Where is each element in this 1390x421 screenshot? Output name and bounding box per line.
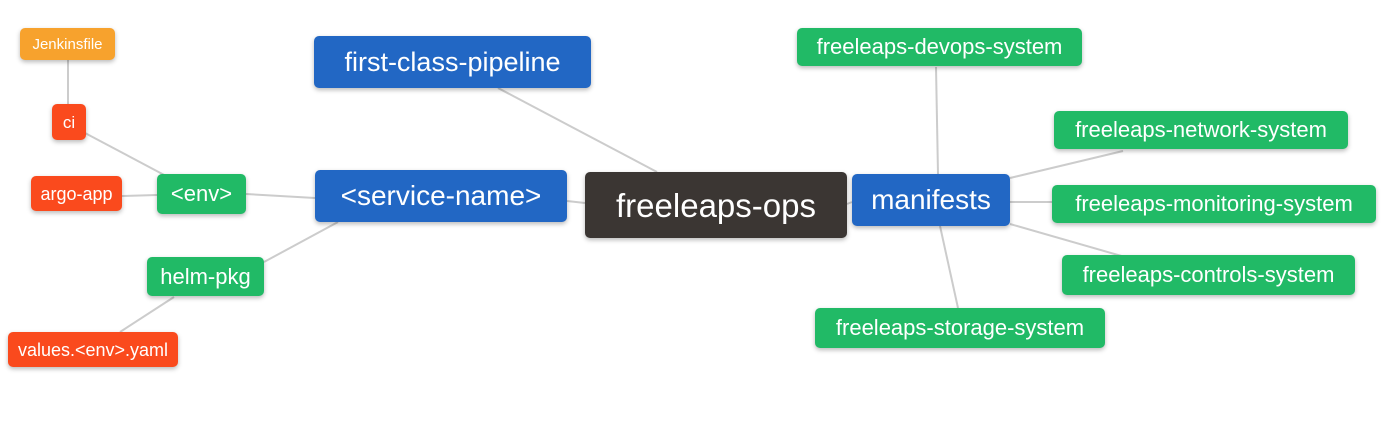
node-env[interactable]: <env> [157,174,246,214]
node-label-env: <env> [170,181,233,206]
node-label-manifests: manifests [871,184,991,215]
node-freeleaps-storage-system[interactable]: freeleaps-storage-system [815,308,1105,348]
node-values-env-yaml[interactable]: values.<env>.yaml [8,332,178,367]
node-ci[interactable]: ci [52,104,86,140]
edge-manifests-to-freeleaps-controls-system [1009,223,1126,258]
node-freeleaps-ops[interactable]: freeleaps-ops [585,172,847,238]
edge-argo-app-to-env [121,194,158,197]
node-label-freeleaps-controls-system: freeleaps-controls-system [1082,262,1335,287]
node-label-freeleaps-storage-system: freeleaps-storage-system [835,315,1085,340]
edge-env-to-service-name [245,193,316,199]
node-label-jenkinsfile: Jenkinsfile [32,35,103,53]
edge-manifests-to-freeleaps-storage-system [939,225,959,309]
node-argo-app[interactable]: argo-app [31,176,122,211]
node-freeleaps-controls-system[interactable]: freeleaps-controls-system [1062,255,1355,295]
node-freeleaps-monitoring-system[interactable]: freeleaps-monitoring-system [1052,185,1376,223]
node-label-freeleaps-network-system: freeleaps-network-system [1075,117,1327,142]
node-helm-pkg[interactable]: helm-pkg [147,257,264,296]
node-label-freeleaps-monitoring-system: freeleaps-monitoring-system [1075,191,1353,216]
node-label-freeleaps-ops: freeleaps-ops [616,186,816,224]
node-label-argo-app: argo-app [40,183,113,204]
node-first-class-pipeline[interactable]: first-class-pipeline [314,36,591,88]
node-label-service-name: <service-name> [340,180,542,211]
node-freeleaps-devops-system[interactable]: freeleaps-devops-system [797,28,1082,66]
edge-service-name-to-helm-pkg [263,221,339,263]
node-freeleaps-network-system[interactable]: freeleaps-network-system [1054,111,1348,149]
node-label-freeleaps-devops-system: freeleaps-devops-system [816,34,1063,59]
edge-manifests-to-freeleaps-network-system [1009,150,1124,179]
node-label-values-env-yaml: values.<env>.yaml [17,339,169,360]
edge-values-env-yaml-to-helm-pkg [119,296,175,333]
node-label-ci: ci [62,112,76,132]
node-manifests[interactable]: manifests [852,174,1010,226]
node-jenkinsfile[interactable]: Jenkinsfile [20,28,115,60]
node-service-name[interactable]: <service-name> [315,170,567,222]
edge-manifests-to-freeleaps-devops-system [935,66,939,175]
node-label-first-class-pipeline: first-class-pipeline [344,46,561,77]
edge-ci-to-env [84,132,169,178]
edge-first-class-pipeline-to-freeleaps-ops [497,87,658,173]
edge-service-name-to-freeleaps-ops [566,200,586,204]
node-label-helm-pkg: helm-pkg [160,263,251,289]
